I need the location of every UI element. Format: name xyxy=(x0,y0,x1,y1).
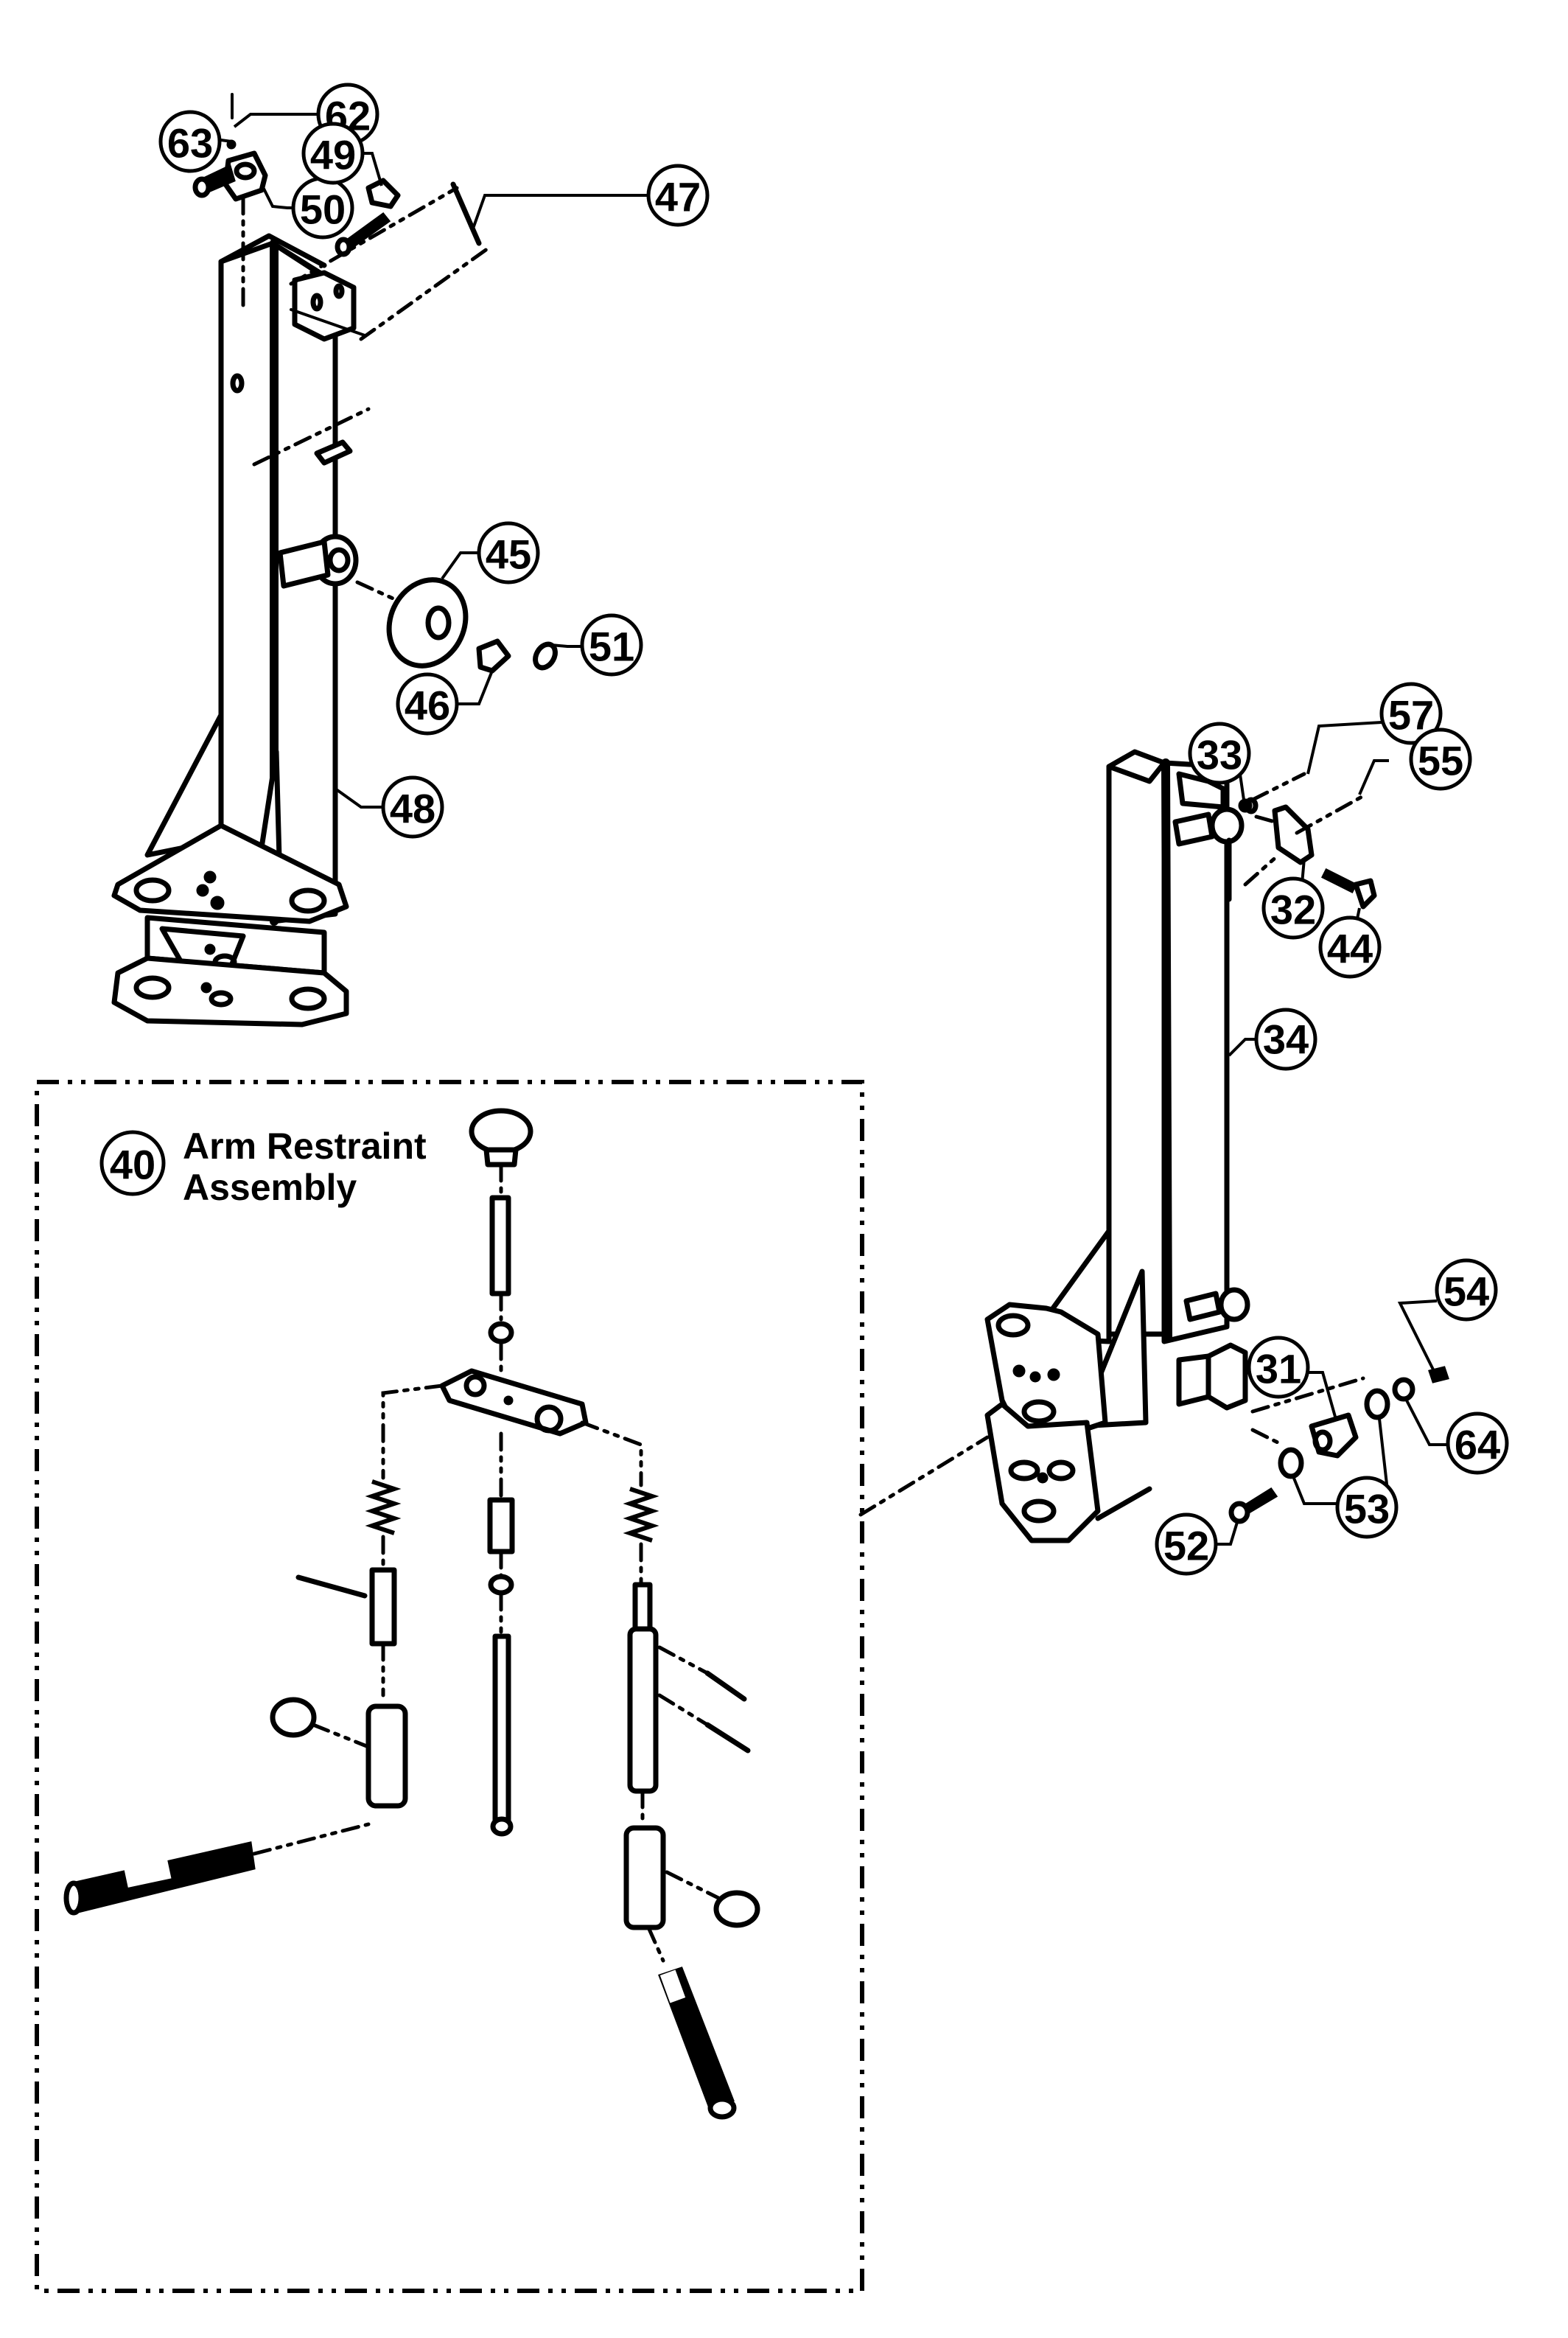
callout-64[interactable]: 64 xyxy=(1446,1411,1509,1475)
right-column-body xyxy=(1106,760,1167,1337)
callout-55[interactable]: 55 xyxy=(1409,727,1472,791)
svg-text:49: 49 xyxy=(310,132,356,178)
callout-47[interactable]: 47 xyxy=(646,164,710,227)
callout-50[interactable]: 50 xyxy=(291,176,354,240)
center-plate xyxy=(439,1368,589,1437)
right-column-assembly xyxy=(984,749,1250,1543)
svg-text:50: 50 xyxy=(300,186,346,233)
right-upper-parts xyxy=(1238,772,1377,910)
callout-54[interactable]: 54 xyxy=(1435,1258,1498,1322)
callout-32[interactable]: 32 xyxy=(1261,876,1325,940)
callout-63[interactable]: 63 xyxy=(158,110,222,173)
left-upper-base-plate xyxy=(111,823,349,924)
left-column-assembly xyxy=(111,233,359,1027)
subassembly-label: 40 Arm Restraint Assembly xyxy=(99,1126,427,1208)
arm-restraint-parts xyxy=(63,1108,760,2120)
svg-text:63: 63 xyxy=(167,120,213,167)
svg-text:33: 33 xyxy=(1197,732,1242,778)
svg-text:64: 64 xyxy=(1455,1422,1500,1468)
left-spring xyxy=(365,1479,402,1535)
svg-text:51: 51 xyxy=(589,624,634,670)
callout-31[interactable]: 31 xyxy=(1247,1336,1310,1399)
svg-text:45: 45 xyxy=(486,531,531,578)
callouts: 62 63 50 49 47 45 xyxy=(158,83,1509,1576)
callout-45[interactable]: 45 xyxy=(477,521,540,584)
svg-text:31: 31 xyxy=(1256,1346,1301,1392)
lower-bracket xyxy=(1205,1342,1248,1411)
callout-53[interactable]: 53 xyxy=(1335,1476,1399,1539)
subassembly-title-line1: Arm Restraint xyxy=(183,1126,427,1167)
callout-48[interactable]: 48 xyxy=(381,775,444,839)
left-sleeve xyxy=(365,1703,408,1809)
svg-text:57: 57 xyxy=(1388,692,1434,739)
callout-44[interactable]: 44 xyxy=(1318,915,1382,979)
svg-text:53: 53 xyxy=(1344,1486,1390,1532)
top-bracket xyxy=(292,270,357,342)
latch-plate xyxy=(1272,804,1315,865)
svg-text:48: 48 xyxy=(390,786,435,832)
right-lower-parts xyxy=(1228,1366,1449,1524)
left-lower-base-plate xyxy=(111,955,349,1027)
callout-46[interactable]: 46 xyxy=(396,672,459,736)
callout-57[interactable]: 57 xyxy=(1379,682,1443,745)
callout-33[interactable]: 33 xyxy=(1188,722,1251,785)
svg-text:55: 55 xyxy=(1418,738,1463,784)
arm-restraint-assembly-box xyxy=(35,1080,864,2293)
right-sleeve xyxy=(627,1626,659,1794)
right-lower-sleeve xyxy=(623,1825,666,1930)
callout-40-circle xyxy=(99,1130,166,1196)
svg-text:44: 44 xyxy=(1327,926,1373,972)
callout-51[interactable]: 51 xyxy=(580,613,643,677)
callout-34[interactable]: 34 xyxy=(1254,1008,1317,1071)
svg-text:54: 54 xyxy=(1443,1269,1489,1315)
wheel-parts xyxy=(355,577,558,674)
svg-text:32: 32 xyxy=(1270,887,1316,933)
svg-text:52: 52 xyxy=(1163,1523,1209,1569)
subassembly-title-line2: Assembly xyxy=(183,1167,357,1208)
right-spring xyxy=(623,1487,659,1543)
knob xyxy=(469,1108,533,1155)
svg-text:47: 47 xyxy=(655,174,701,220)
callout-40-number: 40 xyxy=(110,1142,155,1188)
top-small-parts xyxy=(192,93,492,467)
center-rod xyxy=(492,1633,511,1827)
callout-52[interactable]: 52 xyxy=(1155,1512,1218,1576)
svg-text:46: 46 xyxy=(405,683,450,729)
callout-49[interactable]: 49 xyxy=(301,122,365,185)
assembly-reference-line xyxy=(858,1435,990,1517)
svg-text:34: 34 xyxy=(1263,1016,1309,1063)
